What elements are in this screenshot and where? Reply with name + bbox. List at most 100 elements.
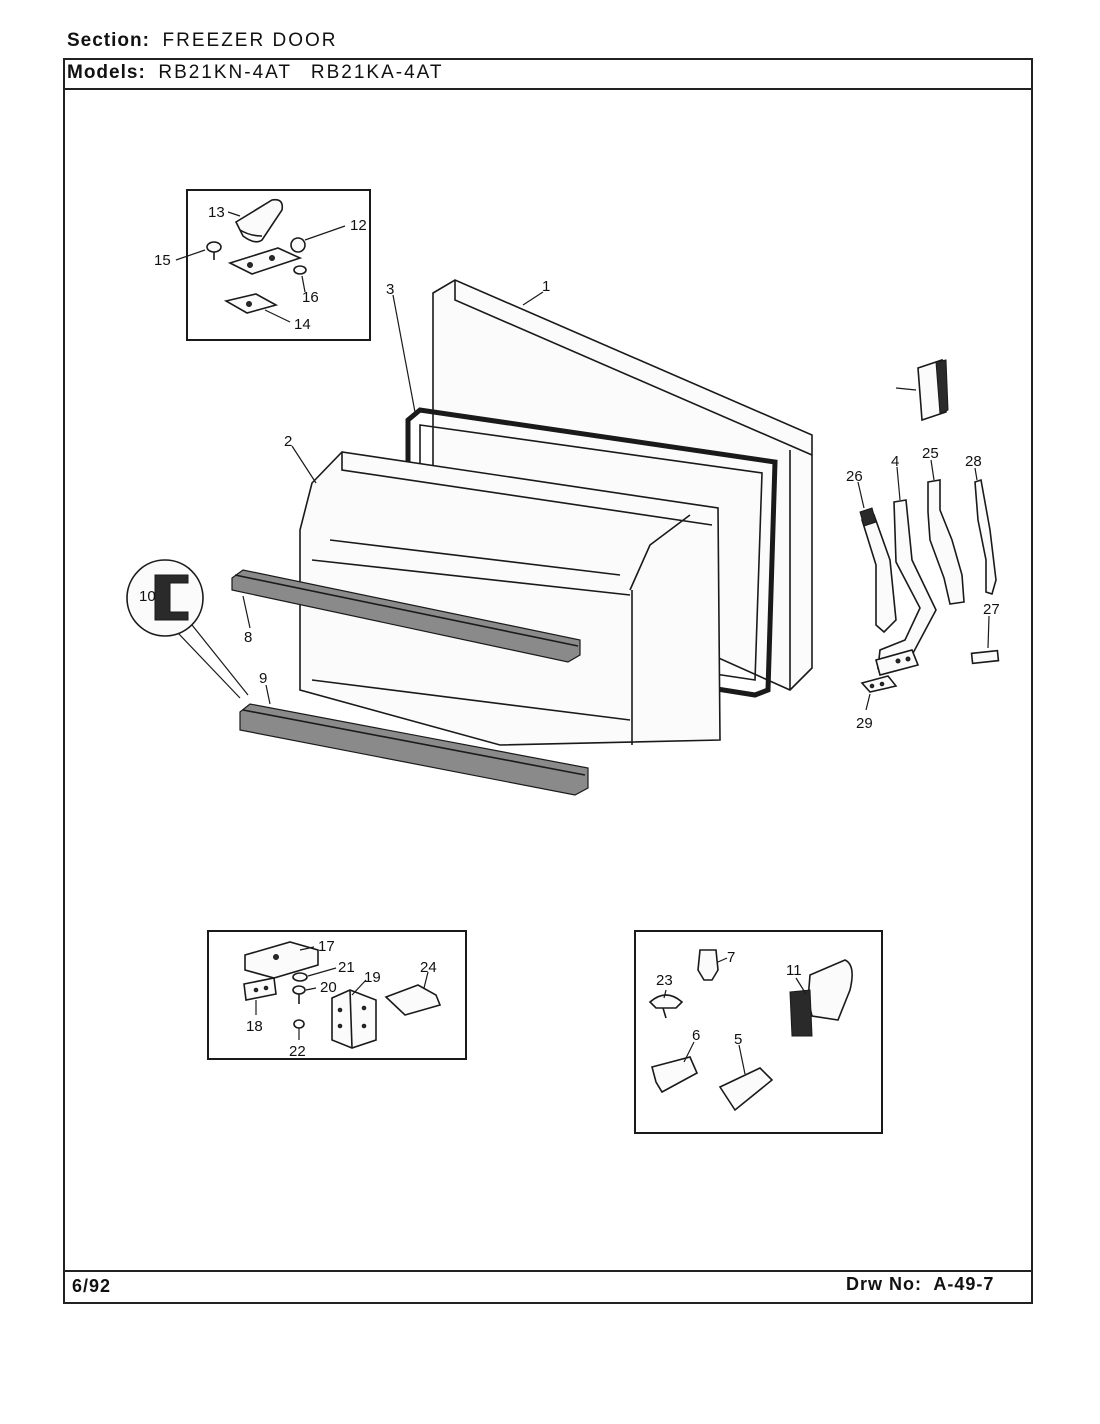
hinge-shim-hole — [253, 987, 259, 993]
detail-pointer — [177, 632, 241, 699]
hinge-19-hole — [337, 1023, 343, 1029]
hinge-19-fold — [349, 989, 353, 1049]
rail-end-part — [154, 574, 189, 621]
washer-22-part — [293, 1019, 305, 1029]
leader-line — [351, 979, 367, 996]
callout-label: 26 — [846, 468, 863, 485]
callout-label: 16 — [302, 289, 319, 306]
callout-label: 8 — [244, 629, 252, 646]
drawing-frame — [63, 58, 1033, 1304]
footer-rule — [63, 1270, 1033, 1272]
callout-label: 22 — [289, 1043, 306, 1060]
washer-21-part — [292, 972, 308, 982]
leader-line — [291, 445, 317, 484]
callout-label: 28 — [965, 453, 982, 470]
cap-23-stem — [662, 1007, 667, 1019]
leader-line — [865, 693, 871, 711]
bracket-11-clip — [789, 989, 813, 1037]
hinge-cover-pin-part — [290, 237, 306, 253]
callout-label: 14 — [294, 316, 311, 333]
callout-label: 19 — [364, 969, 381, 986]
hinge-plate-17-part — [244, 941, 319, 979]
leader-line — [522, 291, 544, 306]
callout-label: 6 — [692, 1027, 700, 1044]
callout-label: 9 — [259, 670, 267, 687]
screw-plate-part — [860, 675, 898, 693]
leader-line — [857, 481, 865, 509]
callout-label: 20 — [320, 979, 337, 996]
callout-label: 10 — [139, 588, 156, 605]
model-number: RB21KA-4AT — [310, 62, 444, 83]
callout-label: 4 — [891, 453, 899, 470]
callout-label: 2 — [284, 433, 292, 450]
leader-line — [242, 595, 251, 629]
leader-line — [895, 387, 917, 391]
cap-23-part — [648, 994, 684, 1009]
small-hardware-inset-box — [634, 930, 883, 1134]
hinge-19-hole — [361, 1005, 367, 1011]
hinge-cover-inset-box — [186, 189, 371, 341]
hinge-shim-18-part — [243, 977, 277, 1001]
leader-line — [307, 967, 337, 977]
hinge-plate-hole — [273, 954, 279, 960]
callout-label: 17 — [318, 938, 335, 955]
door-panel-edge — [454, 280, 813, 456]
leader-line — [987, 615, 990, 649]
handle-cap-face — [935, 359, 949, 415]
hinge-cover-part — [234, 198, 284, 243]
date-text: 6/92 — [72, 1276, 112, 1296]
section-heading: Section: FREEZER DOOR — [67, 30, 337, 52]
shelf-rail-top — [234, 574, 579, 647]
washer-part — [293, 265, 307, 275]
section-label: Section: — [67, 30, 150, 51]
callout-label: 7 — [727, 949, 735, 966]
callout-label: 3 — [386, 281, 394, 298]
bracket-24-part — [384, 984, 442, 1016]
clip-6-part — [651, 1056, 699, 1094]
leader-line — [265, 684, 271, 705]
door-liner-shelf — [329, 539, 621, 576]
callout-label: 23 — [656, 972, 673, 989]
handle-insert-part — [970, 649, 1000, 665]
screw-plate-hole — [879, 681, 885, 687]
header-rule — [63, 88, 1033, 90]
leader-line — [738, 1044, 746, 1075]
callout-label: 18 — [246, 1018, 263, 1035]
leader-line — [301, 275, 306, 293]
door-liner-shelf — [311, 679, 631, 721]
bottom-rail-top — [242, 709, 586, 776]
leader-line — [423, 971, 429, 989]
models-label: Models: — [67, 62, 146, 83]
leader-line — [175, 249, 206, 261]
door-liner-shelf — [311, 559, 631, 596]
hinge-cover-edge — [239, 229, 263, 237]
models-heading: Models: RB21KN-4AT RB21KA-4AT — [67, 62, 444, 84]
leader-line — [974, 467, 978, 481]
hinge-19-hole — [361, 1023, 367, 1029]
leader-line — [930, 459, 935, 481]
leader-line — [717, 957, 728, 963]
door-liner-wall — [629, 514, 691, 591]
model-number: RB21KN-4AT — [158, 62, 293, 83]
section-value: FREEZER DOOR — [162, 30, 338, 51]
callout-label: 21 — [338, 959, 355, 976]
hinge-shim-hole — [263, 985, 269, 991]
plug-7-part — [697, 949, 719, 981]
bracket-11-part — [807, 959, 853, 1021]
callout-label: 24 — [420, 959, 437, 976]
drawing-number-text: Drw No: A-49-7 — [846, 1274, 995, 1294]
leader-line — [299, 946, 315, 951]
hinge-strap-hole — [895, 658, 901, 664]
pin-20-head — [292, 985, 306, 995]
drawing-number: Drw No: A-49-7 — [846, 1274, 994, 1295]
clip-5-part — [718, 1067, 774, 1112]
leader-line — [304, 225, 346, 241]
hinge-plate-hole — [247, 262, 253, 268]
hinge-19-part — [331, 989, 377, 1049]
leader-line — [896, 466, 901, 501]
hinge-plate-hole — [269, 255, 275, 261]
leader-line — [264, 309, 291, 323]
screw-head-part — [206, 241, 222, 253]
door-liner-part — [299, 451, 721, 746]
